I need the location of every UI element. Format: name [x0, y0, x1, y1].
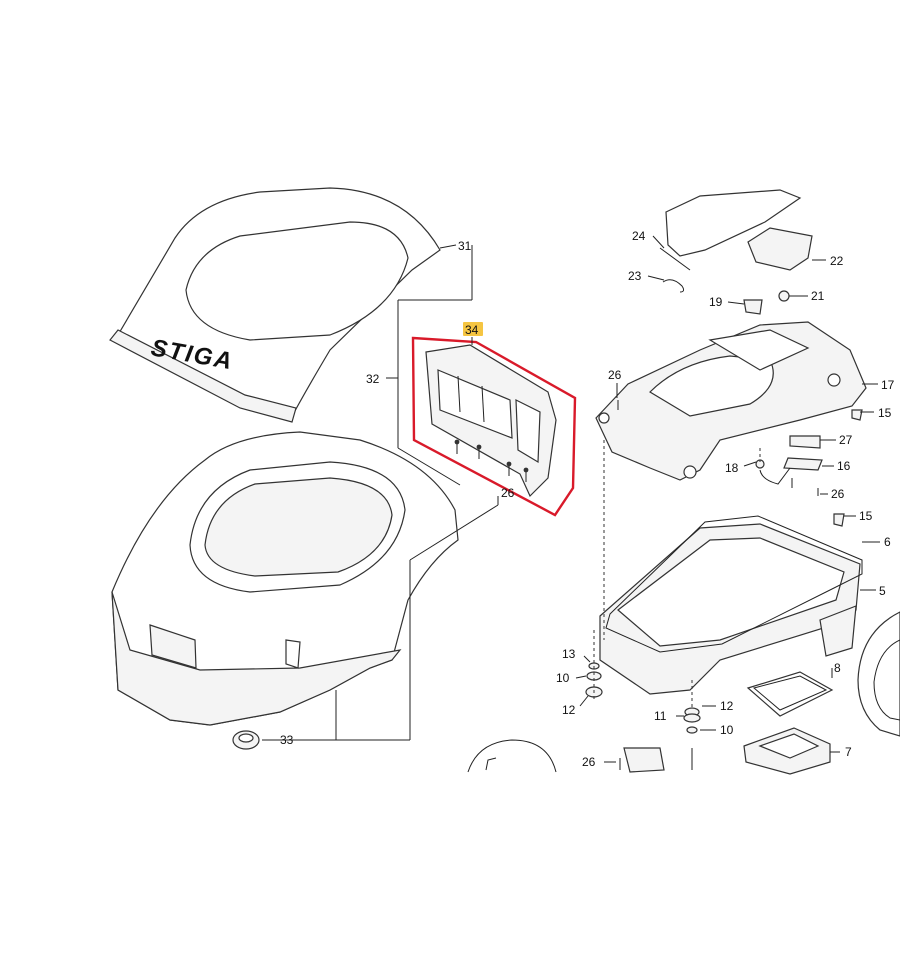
callout-11: 11: [654, 709, 667, 723]
callout-13: 13: [562, 647, 576, 661]
highlight-callout-bg: [463, 322, 483, 336]
callout-22: 22: [830, 254, 844, 268]
upper-chassis-part-17: [595, 321, 867, 481]
gear-part-33: [232, 730, 260, 750]
highlight-frame: [411, 336, 577, 517]
callout-7: 7: [845, 745, 852, 759]
callout-24: 24: [632, 229, 646, 243]
callout-15-lower: 15: [859, 509, 873, 523]
callout-23: 23: [628, 269, 642, 283]
callout-16: 16: [837, 459, 851, 473]
callout-21: 21: [811, 289, 825, 303]
leader-lines-right: [575, 235, 880, 763]
assembly-dashed-lines: [593, 440, 761, 710]
callout-31: 31: [458, 239, 472, 253]
callout-labels: 31 34 32 26 33 24 22 23 19 21 26 17 15 2…: [280, 229, 895, 769]
callout-26-left: 26: [501, 486, 515, 500]
callout-10-right: 10: [720, 723, 734, 737]
callout-32: 32: [366, 372, 380, 386]
base-frame-part-5: [599, 515, 863, 695]
callout-10-left: 10: [556, 671, 570, 685]
callout-26-upper: 26: [608, 368, 622, 382]
board-part-8: [746, 671, 834, 717]
callout-26-mid: 26: [831, 487, 845, 501]
callout-17: 17: [881, 378, 895, 392]
callout-34: 34: [465, 323, 479, 337]
leader-lines-left: [262, 244, 499, 741]
detail-circle: [467, 739, 557, 773]
callout-12-left: 12: [562, 703, 576, 717]
callout-33: 33: [280, 733, 294, 747]
callout-18: 18: [725, 461, 739, 475]
callout-27: 27: [839, 433, 853, 447]
callout-5: 5: [879, 584, 886, 598]
callout-8: 8: [834, 661, 841, 675]
wheel-part: [857, 611, 900, 737]
top-handle-cover: [665, 189, 813, 271]
small-parts-top: [617, 247, 863, 527]
callout-6: 6: [884, 535, 891, 549]
screws-26-group: [454, 439, 529, 482]
body-shell-part: [111, 431, 459, 726]
callout-15-upper: 15: [878, 406, 892, 420]
battery-part-7: [743, 727, 831, 775]
callout-19: 19: [709, 295, 723, 309]
callout-12-right: 12: [720, 699, 734, 713]
bracket-part-bottom: [619, 747, 665, 773]
rear-panel-part-34: [425, 344, 557, 498]
top-cover-part: STIGA: [109, 187, 441, 423]
callout-26-bottom: 26: [582, 755, 596, 769]
